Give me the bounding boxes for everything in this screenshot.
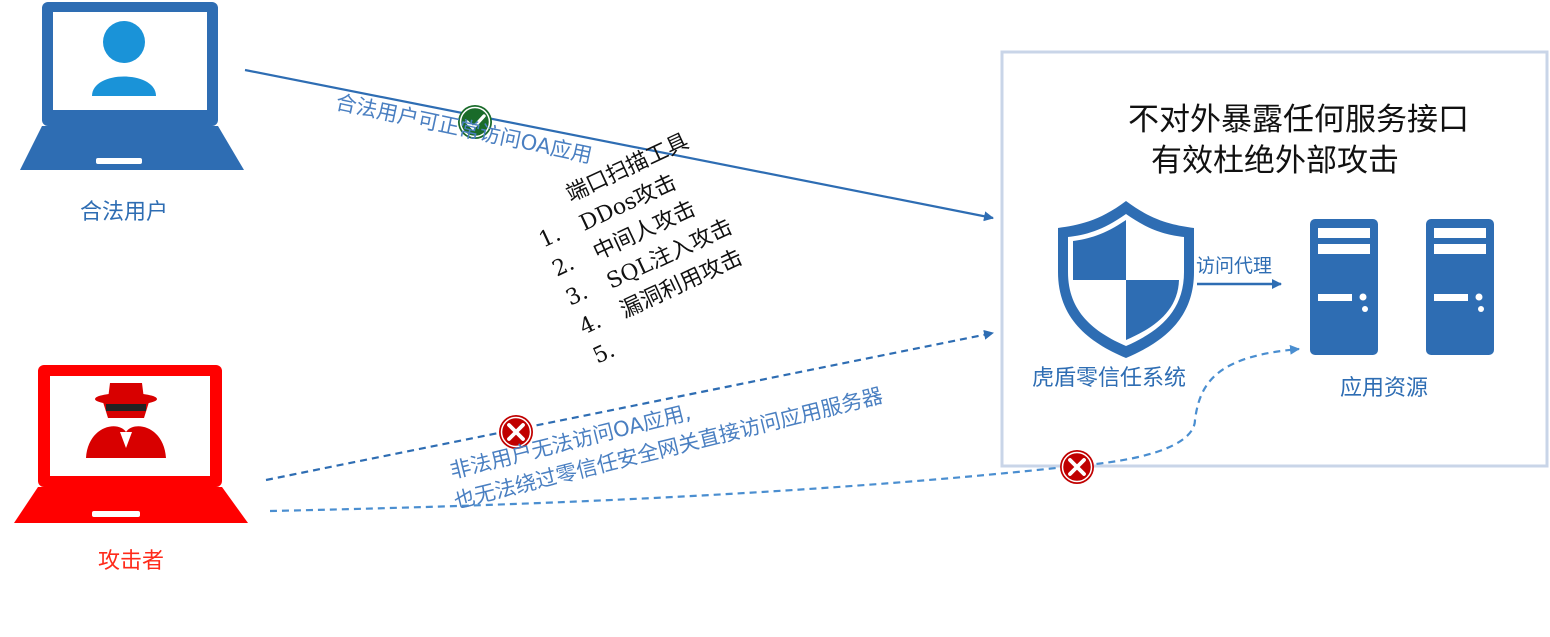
server-icon bbox=[1310, 219, 1494, 355]
protected-zone-box bbox=[1000, 50, 1549, 468]
attack-arrow-gateway bbox=[265, 329, 994, 482]
x-circle-icon bbox=[499, 415, 533, 449]
legit-user-label: 合法用户 bbox=[80, 200, 169, 225]
protected-zone-title: 不对外暴露任何服务接口 bbox=[1128, 102, 1469, 138]
check-circle-icon bbox=[458, 105, 492, 139]
x-circle-icon bbox=[1060, 450, 1094, 484]
legit-access-arrow bbox=[244, 68, 994, 222]
shield-label: 虎盾零信任系统 bbox=[1032, 366, 1187, 391]
protected-zone-subtitle: 有效杜绝外部攻击 bbox=[1151, 143, 1399, 179]
resources-label: 应用资源 bbox=[1340, 376, 1429, 401]
proxy-label: 访问代理 bbox=[1196, 255, 1273, 277]
laptop-hacker-icon bbox=[14, 365, 248, 523]
laptop-user-icon bbox=[20, 2, 244, 170]
shield-icon bbox=[1058, 201, 1194, 358]
attacker-label: 攻击者 bbox=[98, 549, 165, 574]
